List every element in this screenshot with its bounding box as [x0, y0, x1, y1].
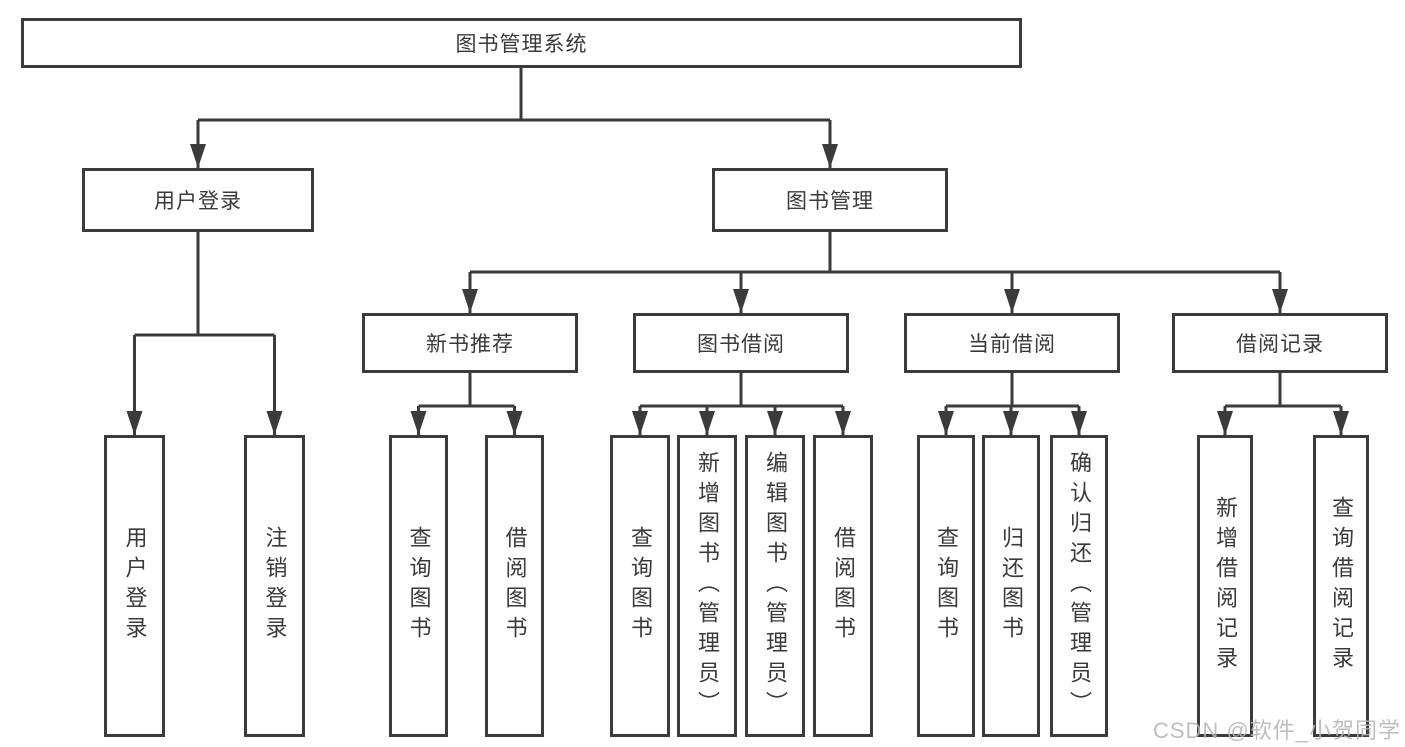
leaf-add-book-admin: 新增图书（管理员）	[677, 435, 737, 737]
watermark: CSDN @软件_小贺同学	[1152, 718, 1401, 743]
leaf-edit-book-admin: 编辑图书（管理员）	[745, 435, 805, 737]
node-borrow-records: 借阅记录	[1172, 313, 1388, 373]
leaf-query-borrow-record-label: 查询借阅记录	[1329, 496, 1354, 676]
leaf-edit-book-admin-label: 编辑图书（管理员）	[763, 451, 788, 721]
leaf-return-book-label: 归还图书	[999, 526, 1024, 646]
node-book-borrow: 图书借阅	[633, 313, 849, 373]
node-root-label: 图书管理系统	[455, 33, 588, 56]
leaf-query-books-current-label: 查询图书	[934, 526, 959, 646]
node-new-book-recommend: 新书推荐	[362, 313, 578, 373]
leaf-confirm-return-admin-label: 确认归还（管理员）	[1067, 451, 1092, 721]
leaf-user-login-label: 用户登录	[122, 526, 148, 646]
leaf-add-borrow-record: 新增借阅记录	[1197, 435, 1253, 737]
node-borrow-records-label: 借阅记录	[1236, 333, 1324, 356]
node-current-borrow: 当前借阅	[904, 313, 1120, 373]
leaf-borrow-books-recommend-label: 借阅图书	[502, 526, 528, 646]
leaf-query-books-current: 查询图书	[917, 435, 975, 737]
leaf-user-login: 用户登录	[104, 435, 165, 737]
node-book-borrow-label: 图书借阅	[697, 333, 785, 356]
node-user-login-label: 用户登录	[154, 190, 242, 213]
node-book-management: 图书管理	[712, 168, 948, 232]
leaf-add-borrow-record-label: 新增借阅记录	[1213, 496, 1238, 676]
leaf-borrow-books-label: 借阅图书	[831, 526, 856, 646]
leaf-borrow-books: 借阅图书	[813, 435, 873, 737]
node-root: 图书管理系统	[21, 18, 1022, 68]
node-user-login: 用户登录	[82, 168, 314, 232]
node-new-book-recommend-label: 新书推荐	[426, 333, 514, 356]
node-book-management-label: 图书管理	[786, 190, 874, 213]
leaf-query-borrow-record: 查询借阅记录	[1313, 435, 1369, 737]
leaf-query-books-borrow-label: 查询图书	[628, 526, 653, 646]
leaf-add-book-admin-label: 新增图书（管理员）	[695, 451, 720, 721]
leaf-logout-label: 注销登录	[262, 526, 288, 646]
leaf-borrow-books-recommend: 借阅图书	[485, 435, 544, 737]
node-current-borrow-label: 当前借阅	[968, 333, 1056, 356]
leaf-query-books-borrow: 查询图书	[610, 435, 670, 737]
leaf-confirm-return-admin: 确认归还（管理员）	[1050, 435, 1108, 737]
leaf-query-books-recommend-label: 查询图书	[406, 526, 432, 646]
leaf-query-books-recommend: 查询图书	[389, 435, 448, 737]
leaf-return-book: 归还图书	[982, 435, 1040, 737]
leaf-logout: 注销登录	[244, 435, 305, 737]
